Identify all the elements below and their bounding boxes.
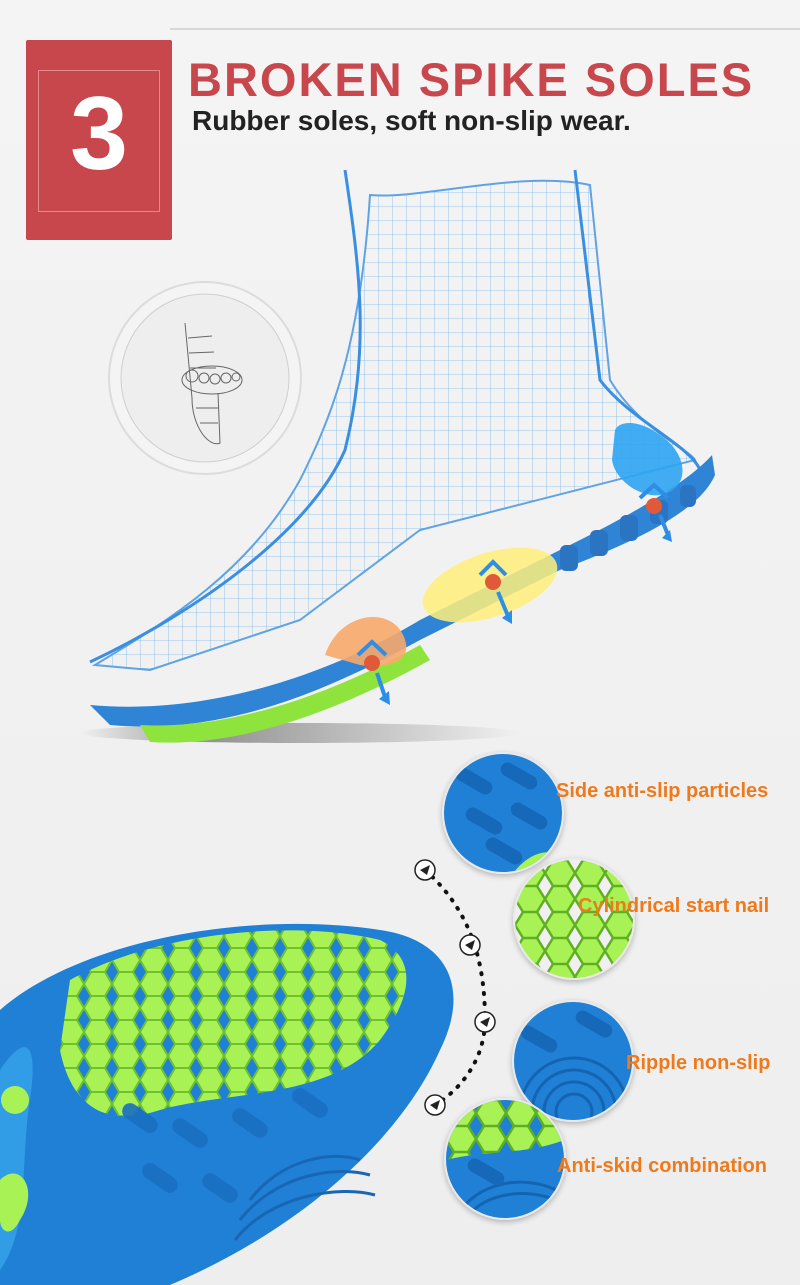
section-number: 3: [70, 76, 128, 192]
section-number-badge: 3: [26, 40, 172, 240]
feature-label-combination: Anti-skid combination: [557, 1155, 767, 1177]
foot-model-thumbnail: [108, 281, 302, 475]
section-title: BROKEN SPIKE SOLES: [188, 53, 755, 106]
header-rule: [170, 28, 800, 30]
foot-sole-illustration: [80, 169, 715, 743]
section-subtitle: Rubber soles, soft non-slip wear.: [192, 105, 631, 136]
badge-frame: [38, 70, 160, 212]
feature-label-cylindrical-nail: Cylindrical start nail: [578, 895, 770, 917]
combination-closeup: [444, 1098, 566, 1220]
feature-label-side-particles: Side anti-slip particles: [556, 780, 769, 802]
feature-label-ripple: Ripple non-slip: [626, 1052, 771, 1074]
shoe-sole-closeup: [0, 923, 454, 1285]
side-particles-closeup: [442, 752, 564, 874]
hexagon-nail-closeup: [513, 858, 635, 980]
ripple-closeup: [512, 1000, 634, 1122]
feature-connector-path: [414, 859, 496, 1116]
